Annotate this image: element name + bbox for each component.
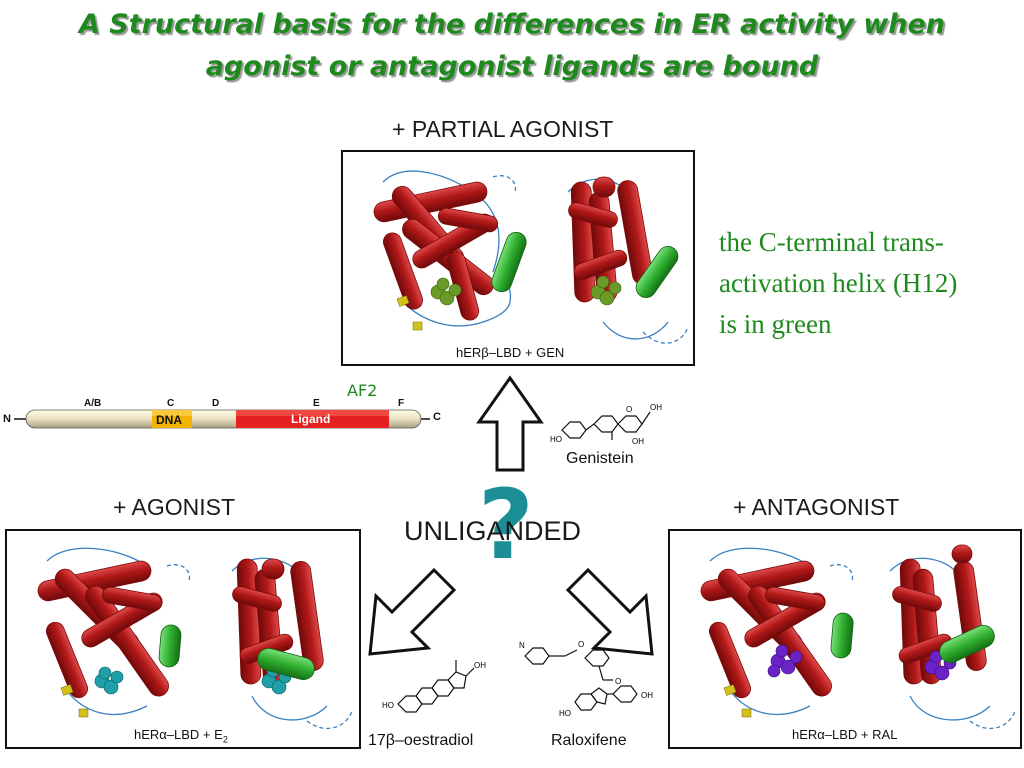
- raloxifene-oh: OH: [641, 691, 653, 700]
- down-left-arrow-icon: [368, 567, 457, 656]
- oestradiol-label: 17β–oestradiol: [368, 732, 474, 749]
- er-domain-map: N C A/B C D E F DNA Ligand AF2: [0, 378, 450, 438]
- antagonist-caption: hERα–LBD + RAL: [792, 727, 898, 742]
- genistein-label: Genistein: [566, 450, 634, 467]
- domain-c-label: C: [167, 398, 175, 409]
- raloxifene-o-keto: O: [615, 677, 621, 686]
- h12-note: the C-terminal trans- activation helix (…: [719, 222, 957, 345]
- unliganded-label: UNLIGANDED: [404, 516, 582, 546]
- agonist-heading: + AGONIST: [113, 494, 236, 520]
- domain-d-label: D: [212, 398, 220, 409]
- c-terminus-label: C: [433, 411, 441, 423]
- raloxifene-n: N: [519, 641, 525, 650]
- domain-ab-label: A/B: [84, 398, 102, 409]
- ligand-domain-label: Ligand: [291, 412, 331, 426]
- genistein-o: O: [626, 405, 632, 414]
- genistein-ho: HO: [550, 435, 562, 444]
- agonist-caption-main: hERα–LBD + E: [134, 727, 223, 742]
- up-arrow-icon: [476, 375, 544, 472]
- antagonist-structure: [700, 544, 1016, 730]
- note-line-2: activation helix (H12): [719, 268, 958, 298]
- n-terminus-label: N: [3, 413, 11, 425]
- oestradiol-oh: OH: [474, 661, 486, 670]
- partial-agonist-caption: hERβ–LBD + GEN: [456, 345, 565, 360]
- note-line-3: is in green: [719, 309, 832, 339]
- slide-title: A Structural basis for the differences i…: [0, 4, 1024, 88]
- antagonist-panel: hERα–LBD + RAL: [668, 529, 1022, 749]
- domain-f-label: F: [398, 398, 405, 409]
- dna-domain-label: DNA: [156, 413, 182, 427]
- raloxifene-ho: HO: [559, 709, 571, 718]
- raloxifene-structure-icon: N O O HO OH: [519, 640, 653, 718]
- raloxifene-label: Raloxifene: [551, 732, 627, 749]
- genistein-oh: OH: [632, 437, 644, 446]
- agonist-panel: hERα–LBD + E2: [5, 529, 361, 749]
- genistein-oh-top: OH: [650, 403, 662, 412]
- oestradiol-ho: HO: [382, 701, 394, 710]
- title-line-1: A Structural basis for the differences i…: [78, 9, 946, 40]
- note-line-1: the C-terminal trans-: [719, 227, 944, 257]
- domain-e-label: E: [313, 398, 320, 409]
- down-right-arrow-icon: [565, 567, 654, 656]
- agonist-caption-sub: 2: [222, 734, 228, 745]
- raloxifene-o-ether: O: [578, 640, 584, 649]
- oestradiol-structure-icon: HO OH: [382, 660, 486, 713]
- partial-agonist-structure: [373, 170, 689, 344]
- antagonist-heading: + ANTAGONIST: [733, 494, 900, 520]
- partial-agonist-heading: + PARTIAL AGONIST: [392, 116, 614, 142]
- agonist-structure: [37, 547, 353, 730]
- question-mark: ?: [478, 469, 534, 581]
- agonist-caption: hERα–LBD + E2: [134, 727, 228, 745]
- genistein-structure-icon: HO OH O OH: [550, 403, 662, 446]
- af2-label: AF2: [347, 381, 378, 400]
- partial-agonist-panel: hERβ–LBD + GEN: [341, 150, 695, 366]
- title-line-2: agonist or antagonist ligands are bound: [205, 51, 819, 82]
